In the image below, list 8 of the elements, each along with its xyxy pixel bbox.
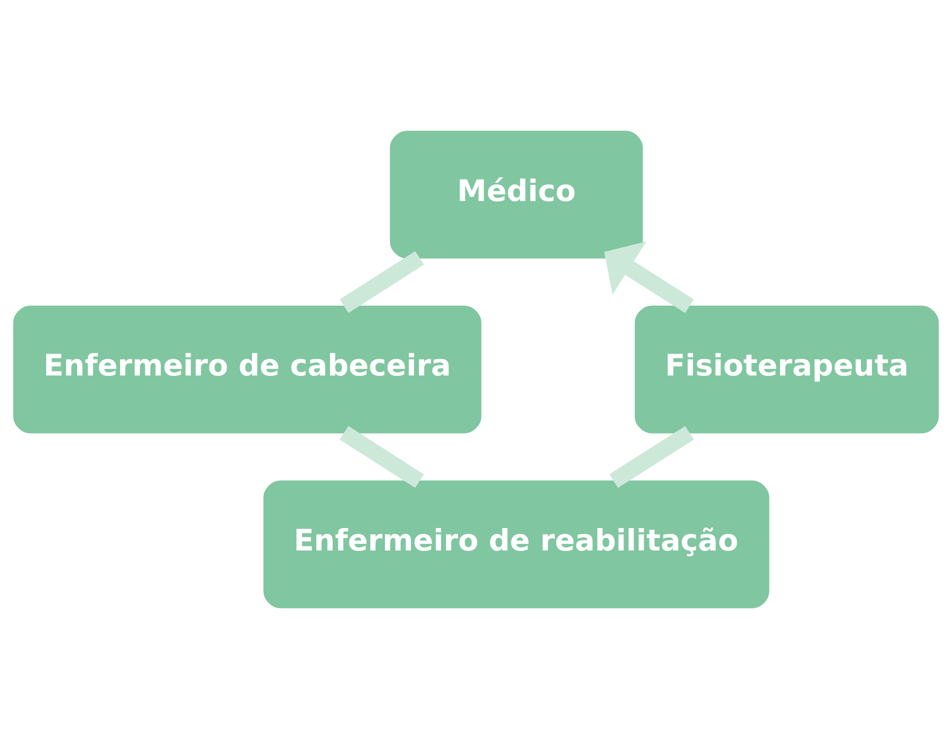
node-box: Fisioterapeuta — [634, 306, 939, 434]
connector — [609, 426, 694, 488]
arrow — [604, 241, 694, 314]
node-box: Médico — [390, 130, 643, 259]
connector — [340, 426, 424, 488]
node-box: Enfermeiro de reabilitação — [263, 480, 770, 608]
connector — [340, 251, 424, 313]
node-box: Enfermeiro de cabeceira — [13, 306, 482, 434]
